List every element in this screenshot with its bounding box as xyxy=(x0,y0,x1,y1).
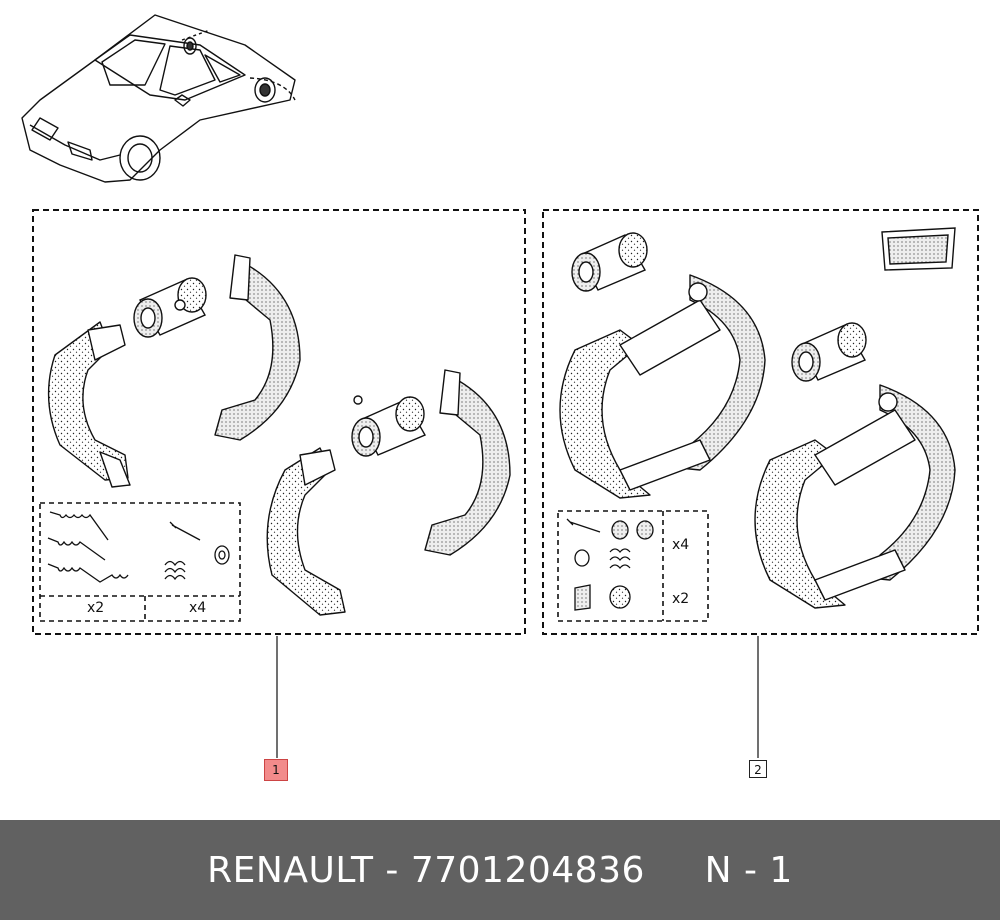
exploded-parts-diagram xyxy=(21,14,979,758)
wheel-cylinder-2 xyxy=(351,395,426,457)
footer-part-number: 7701204836 xyxy=(410,849,645,891)
kit-1-qty-springs: x2 xyxy=(87,600,105,616)
car-illustration xyxy=(21,14,296,183)
hold-down-pins xyxy=(164,521,230,581)
brake-shoe-left-b xyxy=(214,254,301,441)
brake-shoe-left-c xyxy=(266,447,346,616)
footer-separator: - xyxy=(385,849,399,891)
kit-2-hardware-parts xyxy=(566,518,654,611)
brake-shoe-assembly-right-b xyxy=(754,384,956,609)
kit-1-hardware-frame xyxy=(39,502,241,622)
kit-1-qty-pins: x4 xyxy=(189,600,207,616)
callout-1[interactable]: 1 xyxy=(264,759,288,781)
return-springs xyxy=(47,511,129,583)
footer-text: RENAULT - 7701204836 N - 1 xyxy=(207,850,793,891)
kit-2-frame xyxy=(542,209,979,635)
footer-position: N - 1 xyxy=(704,849,793,891)
part-number-footer: RENAULT - 7701204836 N - 1 xyxy=(0,820,1000,920)
wheel-cylinder-1 xyxy=(133,277,207,338)
kit-2-qty-clips: x2 xyxy=(672,591,690,607)
wheel-cylinder-3 xyxy=(571,232,648,292)
kit-2-qty-pins: x4 xyxy=(672,537,690,553)
wheel-cylinder-4 xyxy=(791,322,867,382)
brake-shoe-assembly-right-a xyxy=(559,274,766,499)
kit-2-hardware-frame xyxy=(557,510,709,622)
brake-shoe-left-d xyxy=(424,369,511,556)
grease-sachet xyxy=(881,227,956,271)
callout-2[interactable]: 2 xyxy=(749,760,767,778)
footer-brand: RENAULT xyxy=(207,849,374,891)
kit-1-frame xyxy=(32,209,526,635)
brake-shoe-left-a xyxy=(47,321,131,488)
